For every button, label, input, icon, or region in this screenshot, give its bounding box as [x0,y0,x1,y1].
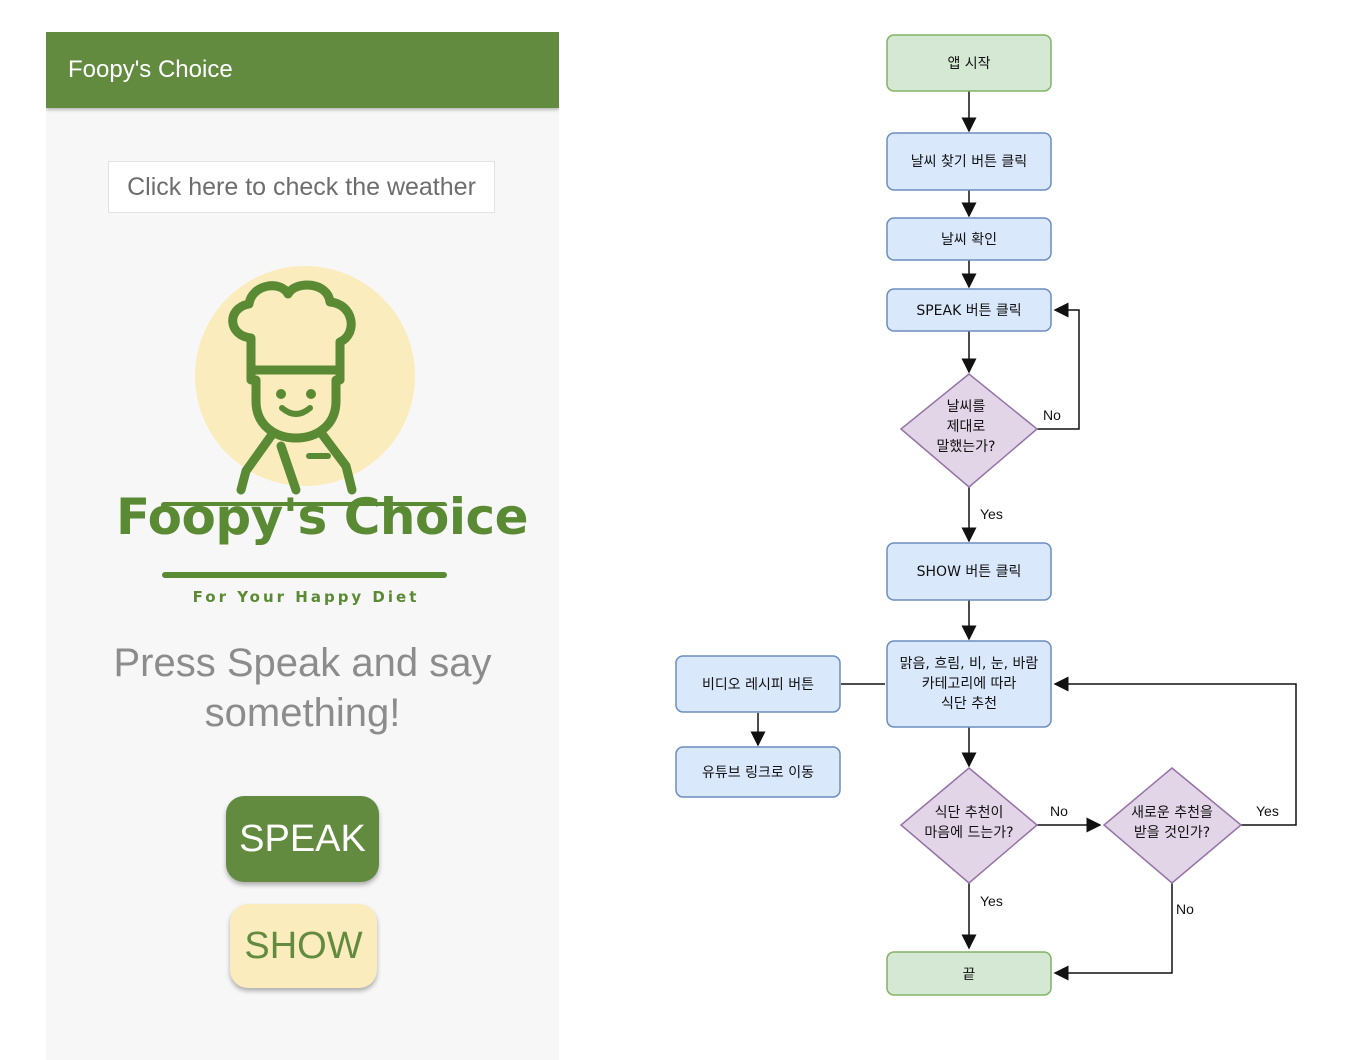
speak-prompt: Press Speak and say something! [113,641,492,735]
logo-tagline: For Your Happy Diet [192,588,420,606]
flow-edges [750,91,1297,981]
app-logo: Foopy's Choice For Your Happy Diet [116,266,529,606]
node-speak-button-label: SPEAK 버튼 클릭 [916,303,1021,319]
node-show-button: SHOW 버튼 클릭 [886,542,1052,601]
node-weather-check: 날씨 확인 [886,217,1052,261]
node-youtube-label: 유튜브 링크로 이동 [702,765,814,781]
decision-new-rec-line2: 받을 것인가? [1134,825,1210,841]
node-video-button: 비디오 레시피 버튼 [675,655,841,713]
edge-label-no-end: No [1176,901,1194,917]
decision-like-diet: 식단 추천이 마음에 드는가? [899,767,1039,884]
node-recommend: 맑음, 흐림, 비, 눈, 바람 카테고리에 따라 식단 추천 [886,640,1052,728]
node-start: 앱 시작 [886,34,1052,92]
decision-like-diet-line1: 식단 추천이 [935,805,1004,821]
app-bar: Foopy's Choice [46,32,559,108]
node-video-button-label: 비디오 레시피 버튼 [702,677,814,693]
decision-new-rec-line1: 새로운 추천을 [1131,805,1213,821]
node-end: 끝 [886,951,1052,996]
logo-wordmark: Foopy's Choice [116,488,529,546]
node-recommend-line2: 카테고리에 따라 [922,676,1017,692]
decision-said-weather-line1: 날씨를 [947,399,986,415]
chef-icon [161,280,447,506]
speak-button[interactable]: SPEAK [226,796,379,882]
node-weather-button: 날씨 찾기 버튼 클릭 [886,132,1052,191]
app-title: Foopy's Choice [68,56,233,83]
node-recommend-line3: 식단 추천 [941,696,997,712]
node-weather-button-label: 날씨 찾기 버튼 클릭 [911,154,1027,170]
edge-label-yes-show: Yes [980,506,1003,522]
edge-label-no-like: No [1050,803,1068,819]
node-start-label: 앱 시작 [947,56,990,72]
edge-label-yes-new: Yes [1256,803,1279,819]
logo-underline [162,572,447,578]
node-show-button-label: SHOW 버튼 클릭 [917,564,1022,580]
decision-new-rec: 새로운 추천을 받을 것인가? [1102,767,1243,884]
node-weather-check-label: 날씨 확인 [941,232,997,248]
node-end-label: 끝 [963,967,976,983]
decision-like-diet-line2: 마음에 드는가? [924,825,1013,841]
app-screen: Foopy's Choice Click here to check the w… [46,32,559,1060]
show-button[interactable]: SHOW [230,904,377,988]
logo-circle [195,266,415,486]
node-speak-button: SPEAK 버튼 클릭 [886,288,1052,332]
node-youtube: 유튜브 링크로 이동 [675,746,841,798]
decision-said-weather-line2: 제대로 [947,419,986,435]
edge-label-yes-end: Yes [980,893,1003,909]
edge-label-no-speak: No [1043,407,1061,423]
node-recommend-line1: 맑음, 흐림, 비, 눈, 바람 [900,656,1039,672]
decision-said-weather-line3: 말했는가? [937,439,996,455]
decision-said-weather: 날씨를 제대로 말했는가? [899,373,1039,488]
check-weather-button[interactable]: Click here to check the weather [108,161,495,213]
